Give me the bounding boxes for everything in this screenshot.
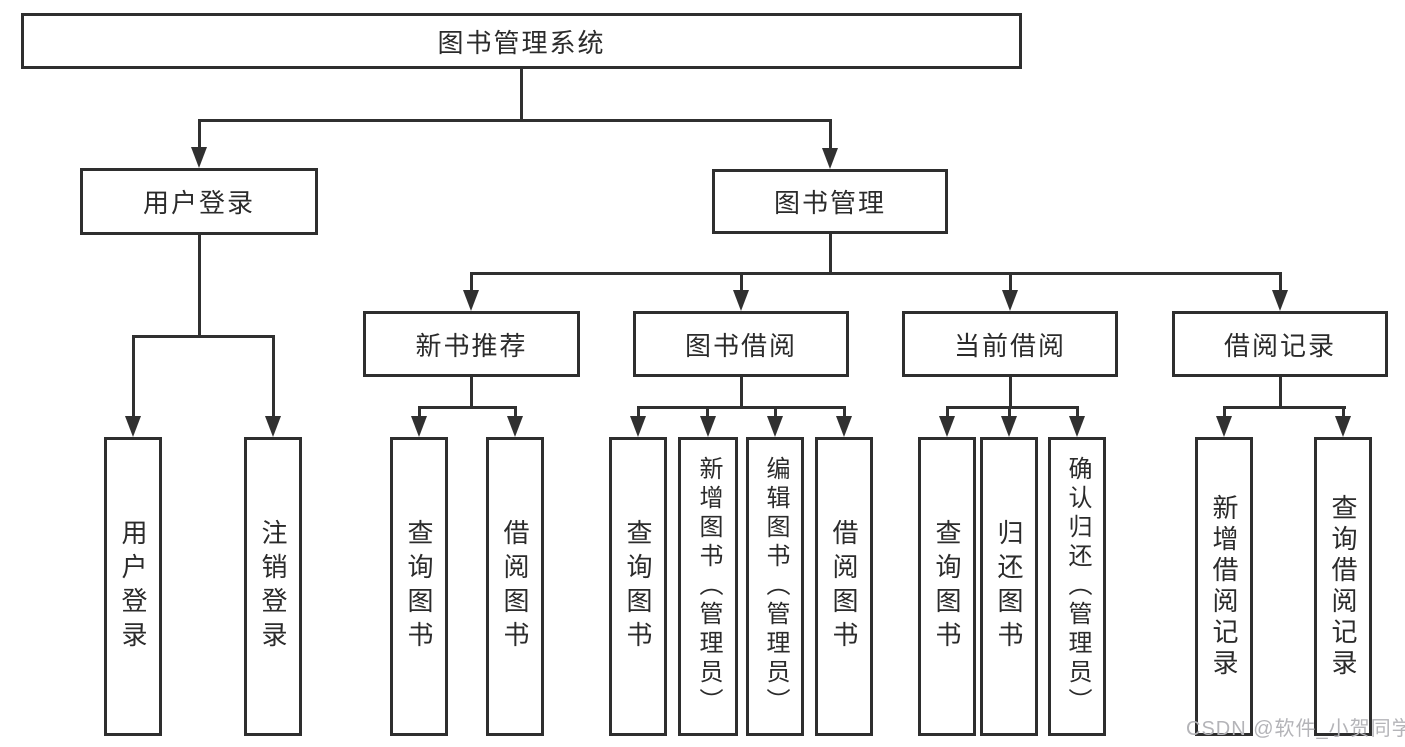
arrow-down-icon (700, 416, 716, 437)
leaf-user-login: 用户登录 (104, 437, 162, 736)
connector-line (132, 335, 135, 418)
leaf-query-books: 查询图书 (609, 437, 667, 736)
connector-line (198, 119, 201, 149)
connector-line (1279, 377, 1282, 406)
connector-line (520, 69, 523, 119)
arrow-down-icon (767, 416, 783, 437)
leaf-logout: 注销登录 (244, 437, 302, 736)
connector-line (946, 406, 949, 418)
node-book-borrowing: 图书借阅 (633, 311, 849, 377)
leaf-label: 用户登录 (118, 518, 148, 655)
node-current-borrowing: 当前借阅 (902, 311, 1118, 377)
connector-line (418, 406, 421, 418)
connector-line (132, 335, 275, 338)
leaf-label: 查询借阅记录 (1328, 493, 1358, 680)
connector-line (637, 406, 640, 418)
arrow-down-icon (1272, 290, 1288, 311)
connector-line (706, 406, 709, 418)
node-library-management-system: 图书管理系统 (21, 13, 1022, 69)
leaf-label: 确认归还（管理员） (1064, 456, 1091, 717)
csdn-watermark: CSDN @软件_小贺同学 (1186, 718, 1405, 740)
arrow-down-icon (125, 416, 141, 437)
connector-line (740, 377, 743, 406)
arrow-down-icon (836, 416, 852, 437)
arrow-down-icon (191, 147, 207, 168)
connector-line (1008, 406, 1011, 418)
connector-line (1342, 406, 1345, 418)
leaf-label: 注销登录 (258, 518, 288, 655)
leaf-query-books: 查询图书 (918, 437, 976, 736)
arrow-down-icon (265, 416, 281, 437)
arrow-down-icon (507, 416, 523, 437)
connector-line (470, 272, 473, 292)
leaf-return-books: 归还图书 (980, 437, 1038, 736)
leaf-label: 借阅图书 (500, 518, 530, 655)
connector-line (829, 119, 832, 150)
leaf-edit-books-admin: 编辑图书（管理员） (746, 437, 804, 736)
arrow-down-icon (411, 416, 427, 437)
connector-line (1009, 272, 1012, 292)
arrow-down-icon (733, 290, 749, 311)
connector-line (1279, 272, 1282, 292)
connector-line (637, 406, 846, 409)
leaf-borrow-books: 借阅图书 (486, 437, 544, 736)
leaf-label: 编辑图书（管理员） (762, 456, 789, 717)
leaf-label: 查询图书 (623, 518, 653, 655)
arrow-down-icon (1335, 416, 1351, 437)
connector-line (740, 272, 743, 292)
leaf-label: 查询图书 (404, 518, 434, 655)
leaf-label: 查询图书 (932, 518, 962, 655)
arrow-down-icon (939, 416, 955, 437)
arrow-down-icon (1216, 416, 1232, 437)
leaf-query-books: 查询图书 (390, 437, 448, 736)
connector-line (272, 335, 275, 418)
connector-line (514, 406, 517, 418)
leaf-borrow-books: 借阅图书 (815, 437, 873, 736)
leaf-label: 借阅图书 (829, 518, 859, 655)
arrow-down-icon (1002, 290, 1018, 311)
connector-line (1009, 377, 1012, 406)
leaf-label: 新增图书（管理员） (695, 456, 722, 717)
arrow-down-icon (1001, 416, 1017, 437)
node-book-management: 图书管理 (712, 169, 948, 234)
connector-line (1223, 406, 1226, 418)
leaf-label: 归还图书 (994, 518, 1024, 655)
connector-line (198, 119, 832, 122)
connector-line (1223, 406, 1346, 409)
connector-line (418, 406, 517, 409)
leaf-confirm-return-admin: 确认归还（管理员） (1048, 437, 1106, 736)
arrow-down-icon (1069, 416, 1085, 437)
arrow-down-icon (463, 290, 479, 311)
connector-line (470, 272, 1282, 275)
connector-line (843, 406, 846, 418)
node-user-login: 用户登录 (80, 168, 318, 235)
arrow-down-icon (822, 148, 838, 169)
node-new-book-recommendation: 新书推荐 (363, 311, 580, 377)
connector-line (198, 235, 201, 335)
connector-line (946, 406, 1079, 409)
leaf-query-borrow-record: 查询借阅记录 (1314, 437, 1372, 736)
connector-line (1076, 406, 1079, 418)
connector-line (470, 377, 473, 406)
node-borrowing-records: 借阅记录 (1172, 311, 1388, 377)
arrow-down-icon (630, 416, 646, 437)
connector-line (829, 234, 832, 272)
leaf-label: 新增借阅记录 (1209, 493, 1239, 680)
leaf-add-borrow-record: 新增借阅记录 (1195, 437, 1253, 736)
connector-line (774, 406, 777, 418)
leaf-add-books-admin: 新增图书（管理员） (678, 437, 738, 736)
